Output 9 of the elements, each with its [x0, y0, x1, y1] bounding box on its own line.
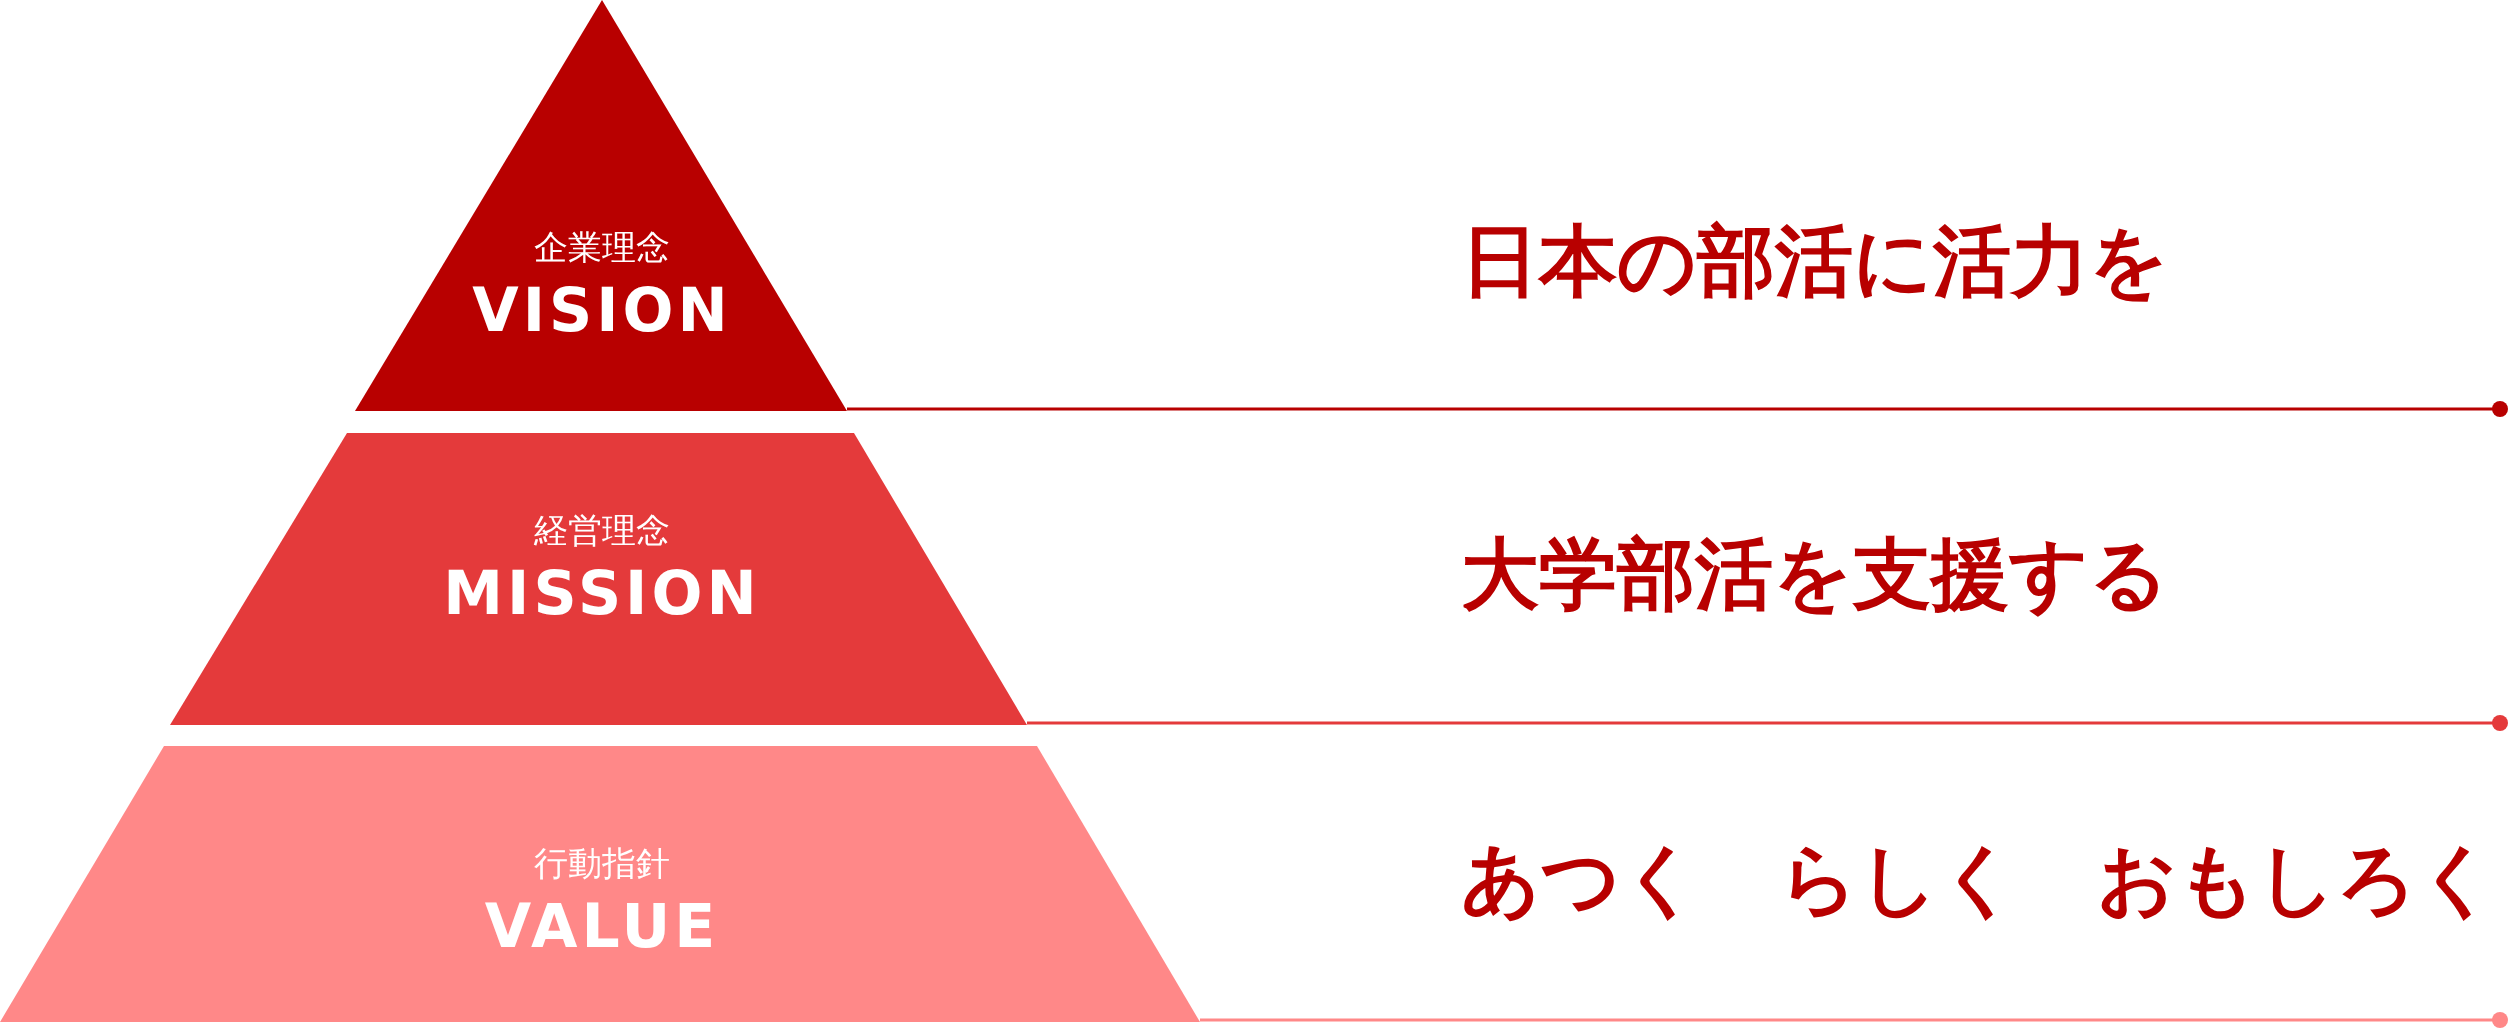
statement-text: 日本の部活に活力を	[1461, 214, 2169, 308]
statement-text: あつく らしく おもしろく	[1461, 832, 2497, 926]
statement-text: 大学部活を支援する	[1461, 527, 2169, 621]
tier-subtitle: 行動指針	[534, 842, 670, 885]
tier-subtitle: 企業理念	[534, 226, 670, 269]
tier-subtitle: 経営理念	[534, 509, 670, 552]
tier-title: VISION	[472, 275, 732, 345]
tier-title: MISSION	[443, 558, 761, 628]
tier-title: VALUE	[484, 891, 720, 961]
